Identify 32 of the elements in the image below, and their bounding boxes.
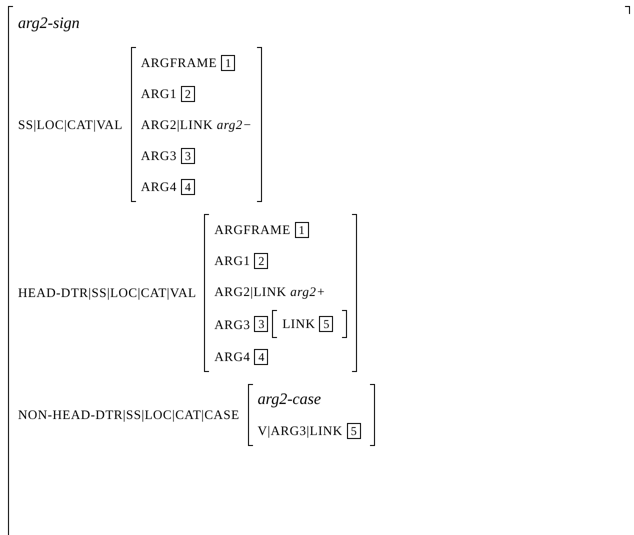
feature-path: ARG2|LINK arg2− [140,116,252,134]
boxed-tag: 4 [180,178,195,194]
feature-path: ARG3 [214,316,250,334]
boxed-tag: 3 [180,148,195,164]
feature-path: ARG2|LINK arg2+ [214,283,326,301]
boxed-tag: 2 [254,252,268,268]
boxed-tag: 1 [294,222,309,238]
type-label: arg2-sign [18,14,80,34]
boxed-tag: 1 [221,54,236,70]
feature-path: ARG1 [214,252,250,270]
feature-path: ARG4 [214,348,250,366]
attribute-value-matrix [248,384,375,446]
feature-path: SS|LOC|CAT|VAL [18,116,123,134]
feature-path: LINK [282,315,316,333]
feature-path: NON-HEAD-DTR|SS|LOC|CAT|CASE [18,406,240,424]
feature-path: ARG1 [140,85,177,103]
feature-path: ARGFRAME [214,221,291,239]
boxed-tag: 5 [319,316,334,332]
boxed-tag: 3 [254,316,268,332]
feature-path: HEAD-DTR|SS|LOC|CAT|VAL [18,284,196,302]
attribute-value-matrix [130,47,262,202]
type-label: arg2-case [258,390,321,410]
attribute-value-matrix [272,310,348,338]
feature-path: ARG3 [140,147,177,165]
attribute-value-matrix [8,6,630,535]
feature-path: ARG4 [140,178,177,196]
attribute-value-matrix [204,214,358,372]
feature-path: V|ARG3|LINK [258,422,343,440]
boxed-tag: 2 [180,86,195,102]
feature-path: ARGFRAME [140,54,218,72]
boxed-tag: 4 [254,348,268,364]
boxed-tag: 5 [346,422,361,438]
